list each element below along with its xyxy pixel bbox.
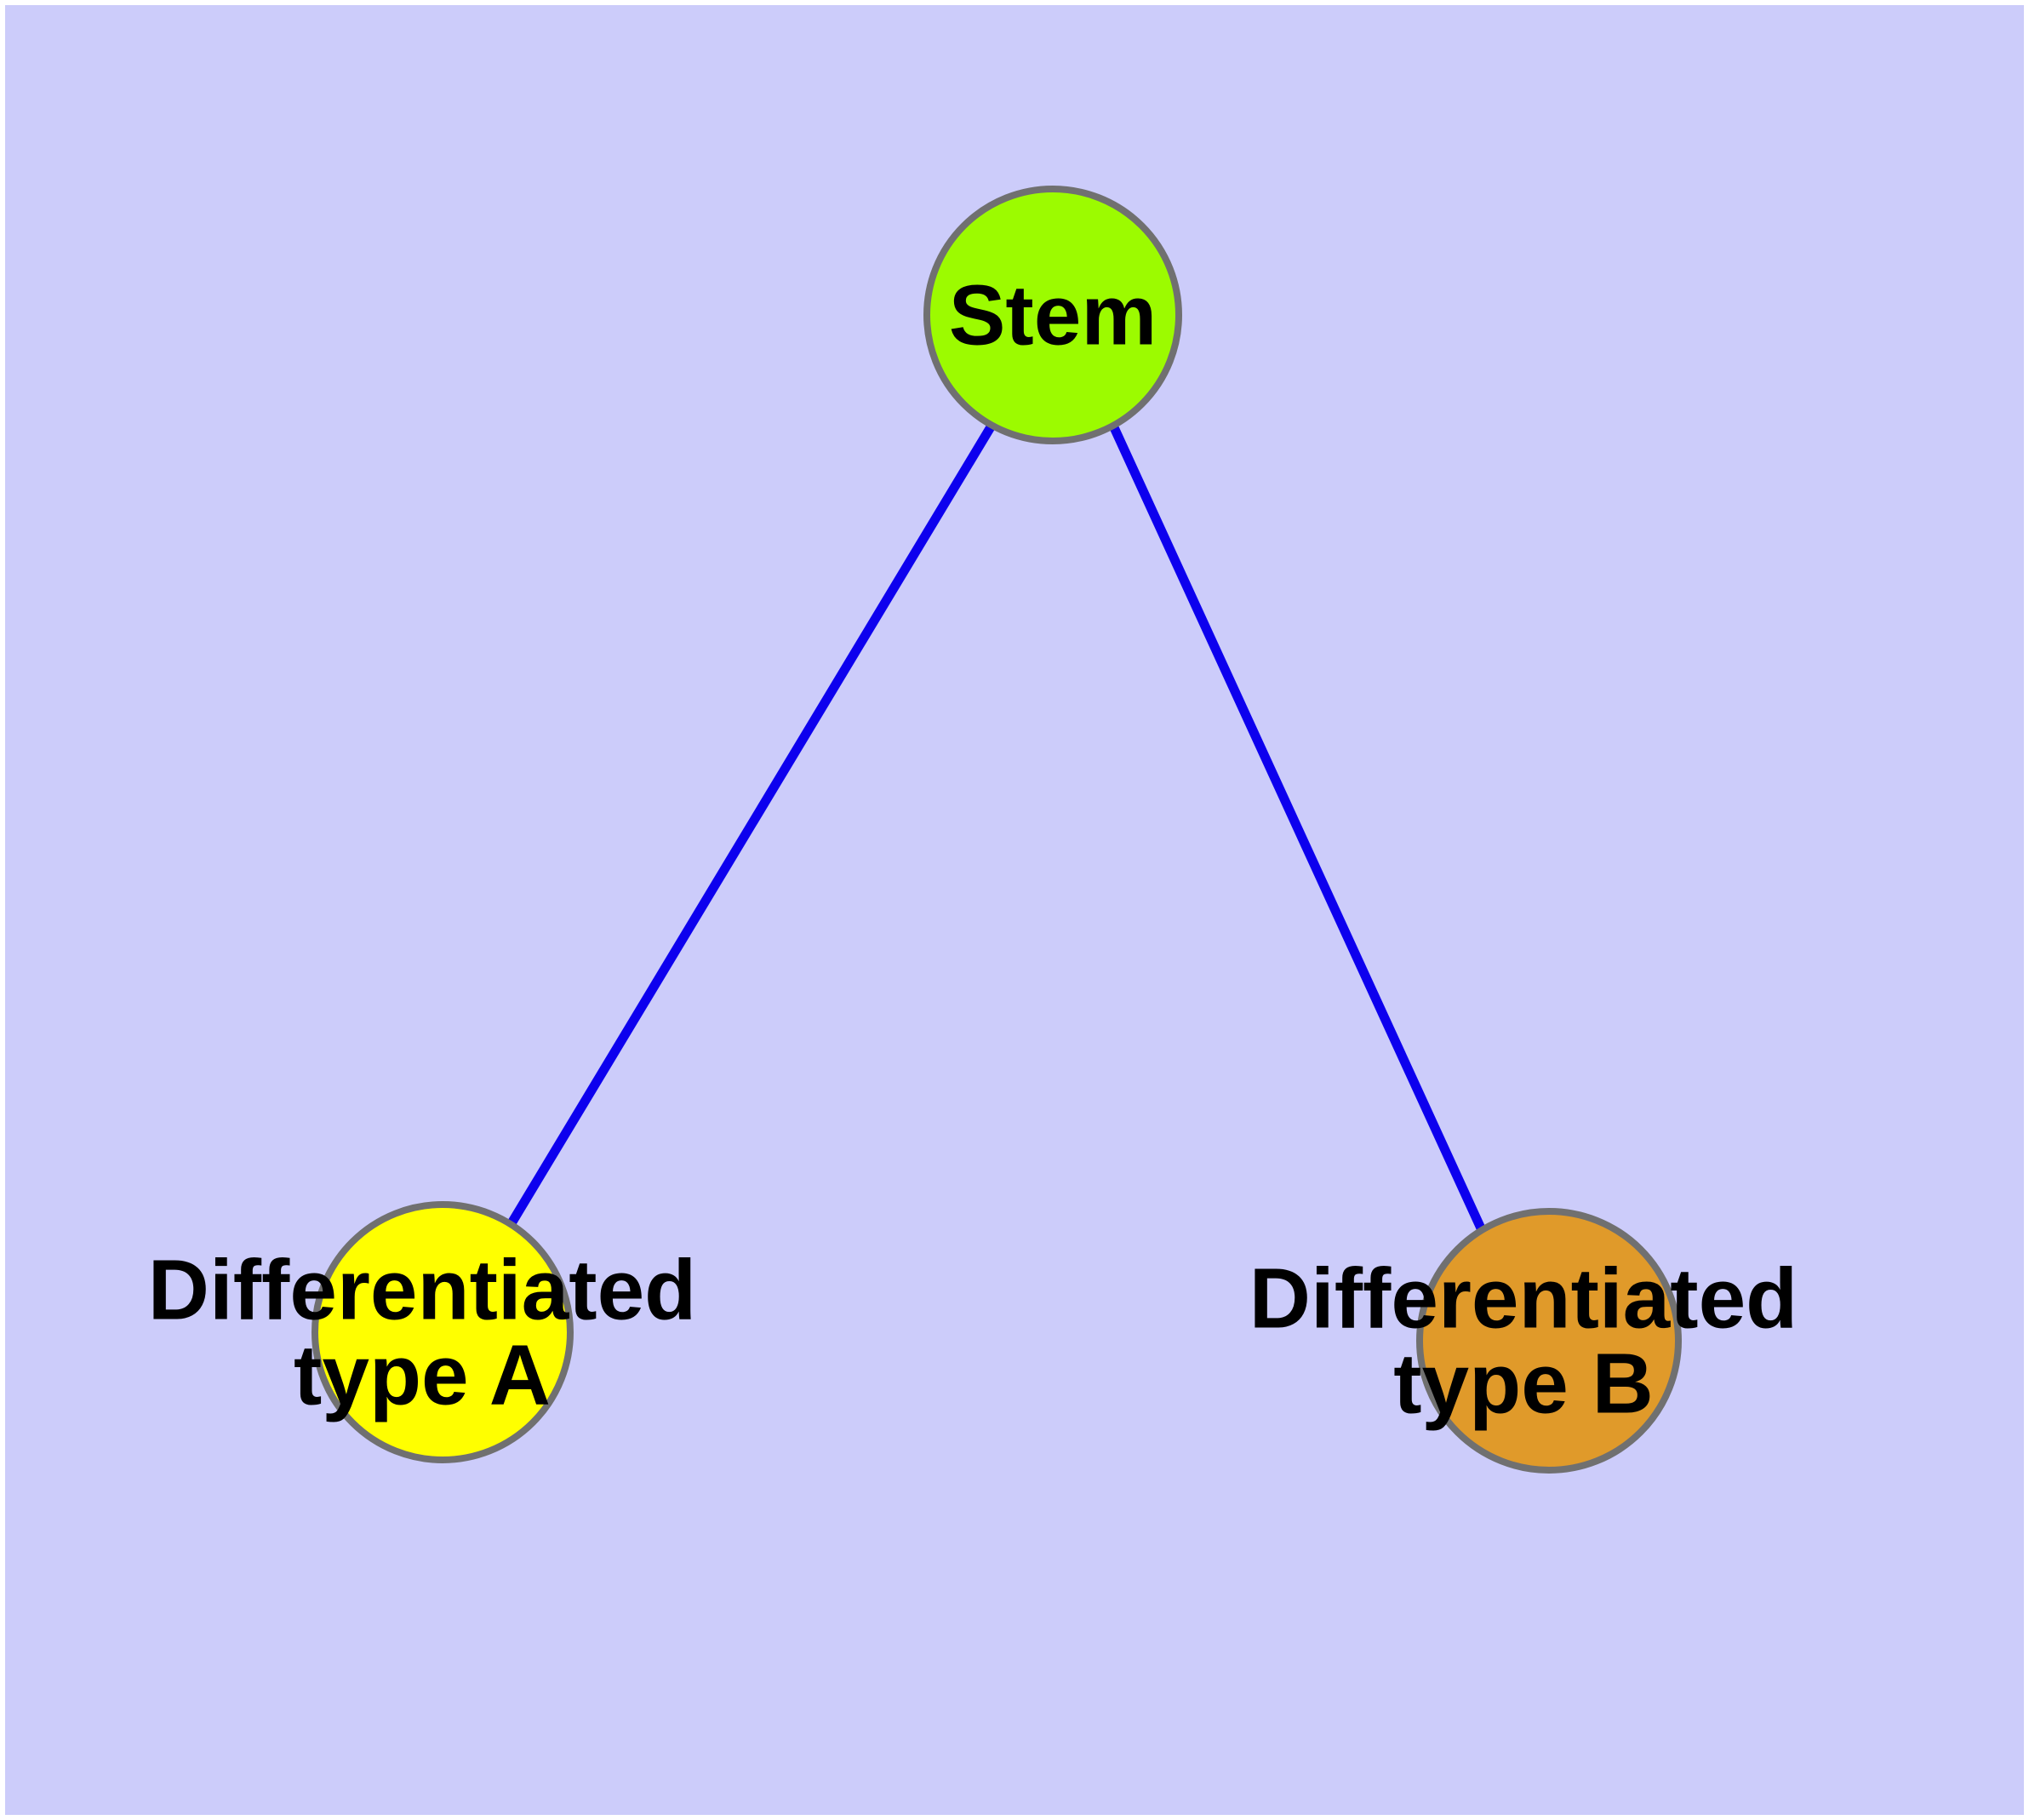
node-label-line-diff_a-1: type A (294, 1328, 551, 1423)
node-label-line-diff_b-0: Differentiated (1249, 1251, 1798, 1347)
edge-stem-to-diff-a[interactable] (507, 423, 996, 1226)
node-label-line-stem-0: Stem (949, 268, 1157, 363)
node-label-line-diff_b-1: type B (1393, 1336, 1654, 1432)
edge-stem-to-diff-b[interactable] (1108, 423, 1487, 1233)
nodes-layer (311, 186, 1682, 1474)
node-label-line-diff_a-0: Differentiated (148, 1243, 697, 1338)
node-circle-stem[interactable] (923, 186, 1182, 444)
edges-layer (507, 423, 1487, 1233)
node-label-stem: Stem (949, 268, 1157, 363)
node-circle-diff_a[interactable] (311, 1201, 574, 1463)
node-circle-diff_b[interactable] (1416, 1208, 1682, 1474)
